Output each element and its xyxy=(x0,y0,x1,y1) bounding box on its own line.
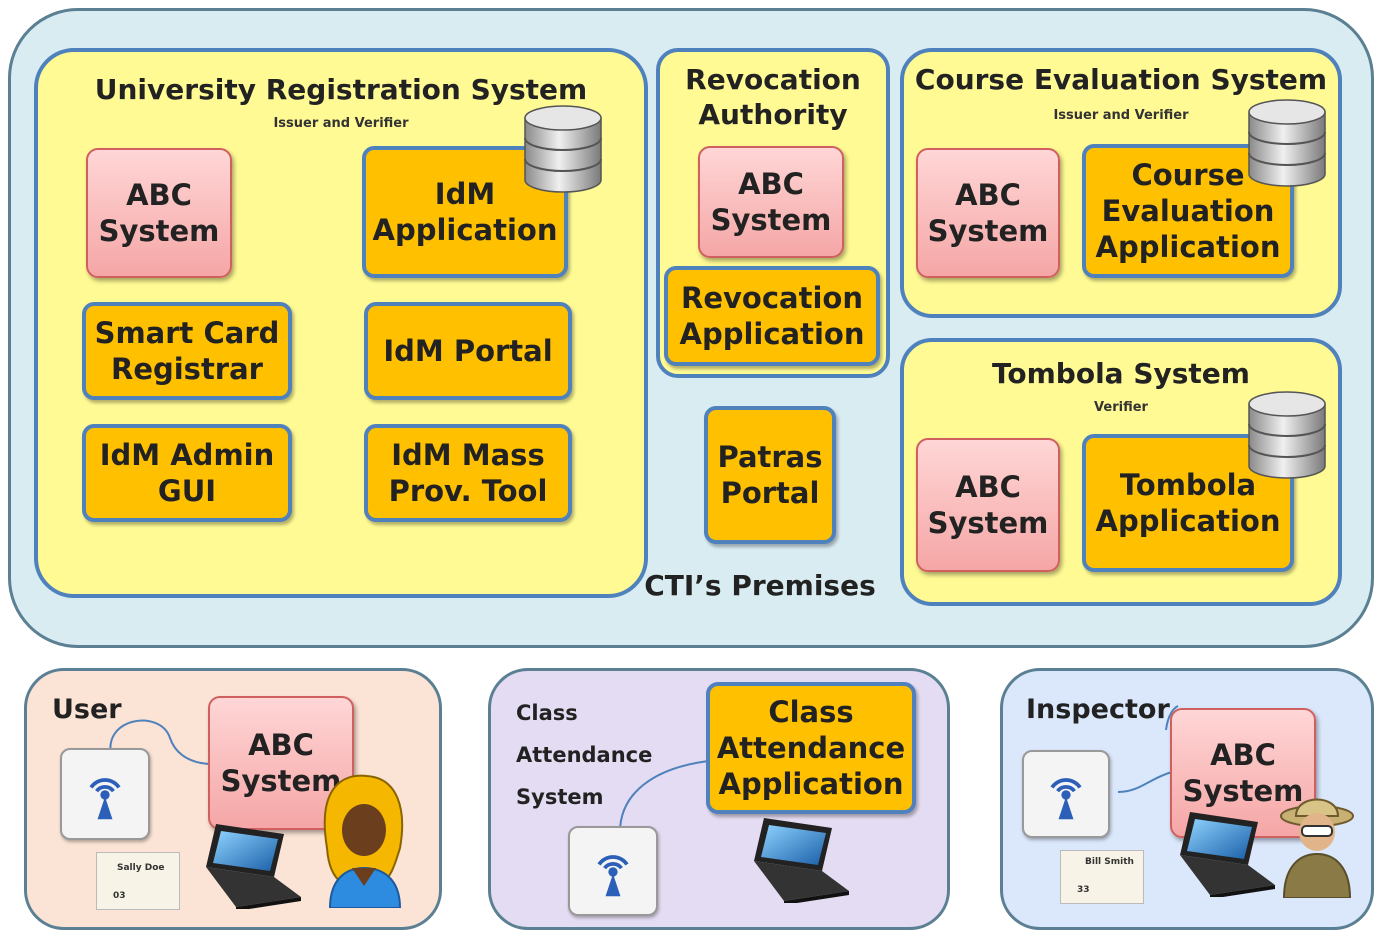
laptop-icon xyxy=(744,810,854,906)
inspector-card-id: 33 xyxy=(1077,885,1090,895)
course-eval-abc-system: ABC System xyxy=(916,148,1060,278)
tombola-title: Tombola System xyxy=(992,357,1250,390)
user-label: User xyxy=(52,694,122,725)
id-card-icon: Sally Doe 03 xyxy=(96,852,180,910)
inspector-label: Inspector xyxy=(1026,694,1170,725)
user-card-name: Sally Doe xyxy=(117,863,165,873)
idm-admin-gui: IdM Admin GUI xyxy=(82,424,292,522)
urs-abc-system: ABC System xyxy=(86,148,232,278)
patras-portal: Patras Portal xyxy=(704,406,836,544)
urs-title: University Registration System xyxy=(94,73,588,106)
laptop-icon xyxy=(196,816,306,912)
smartcard-reader-icon xyxy=(60,748,150,840)
tombola-subtitle: Verifier xyxy=(1094,400,1148,415)
database-icon xyxy=(1246,390,1328,480)
class-attendance-application: Class Attendance Application xyxy=(706,682,916,814)
inspector-avatar-icon xyxy=(1280,798,1354,898)
idm-portal: IdM Portal xyxy=(364,302,572,400)
idm-mass-prov-tool: IdM Mass Prov. Tool xyxy=(364,424,572,522)
premises-label: CTI’s Premises xyxy=(644,569,876,602)
user-avatar-icon xyxy=(323,774,404,908)
database-icon xyxy=(522,104,604,194)
id-card-icon: Bill Smith 33 xyxy=(1060,850,1144,904)
class-attendance-label: Class Attendance System xyxy=(516,701,653,809)
inspector-card-name: Bill Smith xyxy=(1085,857,1134,867)
database-icon xyxy=(1246,98,1328,188)
course-eval-title: Course Evaluation System xyxy=(914,63,1328,96)
course-eval-subtitle: Issuer and Verifier xyxy=(1053,108,1189,123)
revocation-abc-system: ABC System xyxy=(698,146,844,258)
tombola-abc-system: ABC System xyxy=(916,438,1060,572)
laptop-icon xyxy=(1170,804,1280,900)
urs-subtitle: Issuer and Verifier xyxy=(273,116,409,131)
smart-card-registrar: Smart Card Registrar xyxy=(82,302,292,400)
revocation-application: Revocation Application xyxy=(664,266,880,366)
user-card-id: 03 xyxy=(113,891,126,901)
revocation-title: Revocation Authority xyxy=(685,63,861,131)
smartcard-reader-icon xyxy=(568,826,658,916)
connector-line xyxy=(619,759,719,833)
smartcard-reader-icon xyxy=(1022,750,1110,838)
